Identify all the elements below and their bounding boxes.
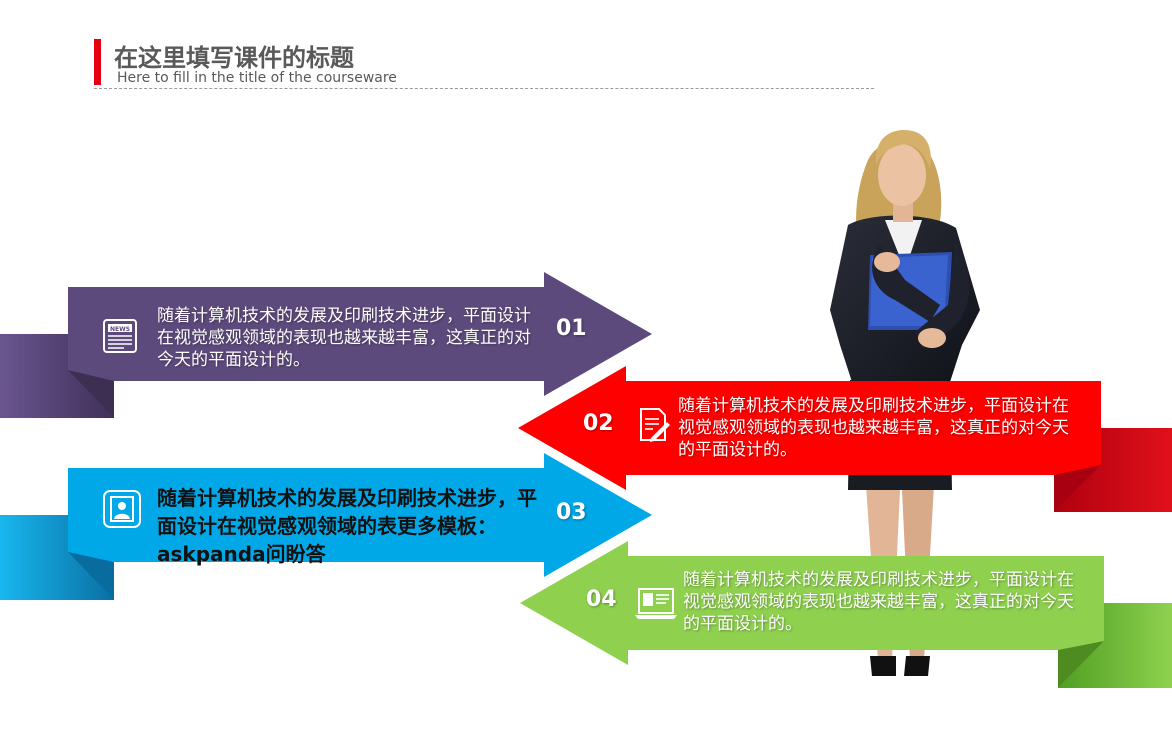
document-pen-icon [637, 406, 671, 448]
arrow-01-text: 随着计算机技术的发展及印刷技术进步，平面设计在视觉感观领域的表现也越来越丰富，这… [157, 306, 531, 370]
arrow-01-shape [0, 272, 652, 418]
id-photo-icon [102, 489, 142, 533]
arrow-02-text: 随着计算机技术的发展及印刷技术进步，平面设计在视觉感观领域的表现也越来越丰富，这… [678, 396, 1069, 460]
arrow-02-shape [518, 366, 1172, 512]
page-title: 在这里填写课件的标题 [114, 44, 354, 72]
arrow-03-shape [0, 453, 652, 600]
newspaper-icon: NEWS [102, 318, 140, 360]
page-subtitle: Here to fill in the title of the coursew… [117, 70, 397, 86]
arrow-02-number: 02 [583, 411, 614, 436]
arrow-03-number: 03 [556, 500, 587, 525]
title-divider [94, 88, 874, 89]
arrow-04-shape [520, 541, 1172, 688]
title-accent-bar [94, 39, 101, 85]
arrow-03-text: 随着计算机技术的发展及印刷技术进步，平面设计在视觉感观领域的表更多模板：askp… [157, 486, 537, 566]
arrow-04-number: 04 [586, 587, 617, 612]
svg-text:NEWS: NEWS [110, 326, 130, 333]
arrow-04-text: 随着计算机技术的发展及印刷技术进步，平面设计在视觉感观领域的表现也越来越丰富，这… [683, 570, 1074, 634]
laptop-profile-icon [634, 586, 678, 626]
arrow-01-number: 01 [556, 316, 587, 341]
